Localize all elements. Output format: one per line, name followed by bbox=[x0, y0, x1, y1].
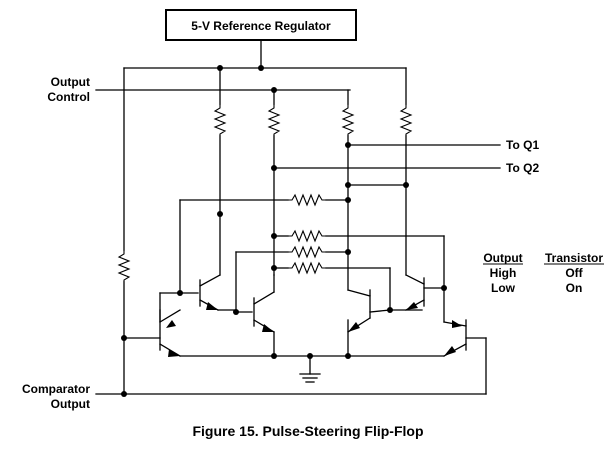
table-cell-transistor: Off bbox=[565, 266, 583, 280]
resistor-r6 bbox=[288, 229, 326, 243]
resistor-r7 bbox=[288, 245, 326, 259]
output-control-label-line2: Control bbox=[47, 90, 90, 104]
regulator-label: 5-V Reference Regulator bbox=[191, 19, 331, 33]
resistor-r3 bbox=[341, 104, 355, 136]
table-cell-output: Low bbox=[491, 281, 516, 295]
to-q2-label: To Q2 bbox=[506, 161, 539, 175]
resistor-r4 bbox=[399, 104, 413, 136]
output-control-label-line1: Output bbox=[51, 75, 90, 89]
resistor-r8 bbox=[288, 261, 326, 275]
wires bbox=[95, 39, 501, 395]
transistor-arrows bbox=[166, 302, 462, 357]
ground-symbol bbox=[299, 373, 321, 383]
comparator-output-label-line1: Comparator bbox=[22, 382, 90, 396]
resistors bbox=[117, 104, 413, 282]
resistor-r1 bbox=[213, 104, 227, 136]
junction-dots bbox=[121, 65, 447, 397]
resistor-r2 bbox=[267, 104, 281, 136]
figure-caption: Figure 15. Pulse-Steering Flip-Flop bbox=[192, 423, 423, 439]
table-header-transistor: Transistor bbox=[545, 251, 603, 265]
reference-regulator-block: 5-V Reference Regulator bbox=[165, 9, 357, 41]
resistor-left bbox=[117, 250, 131, 282]
comparator-output-label-line2: Output bbox=[51, 397, 90, 411]
to-q1-label: To Q1 bbox=[506, 138, 539, 152]
output-transistor-table: Output Transistor High Off Low On bbox=[483, 251, 604, 295]
table-cell-output: High bbox=[490, 266, 517, 280]
resistor-r5 bbox=[288, 193, 326, 207]
table-cell-transistor: On bbox=[566, 281, 583, 295]
table-header-output: Output bbox=[483, 251, 522, 265]
